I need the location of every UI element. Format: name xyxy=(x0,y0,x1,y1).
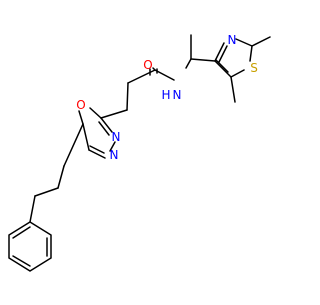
bond-c-c xyxy=(100,109,128,119)
bond-c-c xyxy=(190,58,216,62)
bond-c-c xyxy=(214,60,232,78)
atom-label-sulfur: S xyxy=(250,61,258,75)
atom-label-nitrogen: N xyxy=(112,130,121,144)
bond-c-c xyxy=(251,36,271,47)
atom-label-hydrogen: H xyxy=(161,88,170,102)
bond-aromatic-double xyxy=(12,226,31,239)
bond-c-n-double xyxy=(89,145,105,154)
bond-c-c xyxy=(82,123,90,151)
bond-c-c xyxy=(126,82,129,111)
molecule-canvas: O N H N S O N N xyxy=(8,33,271,272)
bond-c-n-double xyxy=(218,45,228,63)
bond-n-c xyxy=(185,58,192,69)
bond-c-n xyxy=(214,42,225,62)
bond-c-c xyxy=(63,123,84,167)
atom-label-nitrogen: N xyxy=(173,88,182,102)
atom-label-oxygen: O xyxy=(76,98,85,112)
phenyl-ring xyxy=(8,221,52,272)
bond-c-c xyxy=(34,187,59,197)
atom-label-nitrogen: N xyxy=(110,148,119,162)
bond-n-c xyxy=(235,38,253,47)
atom-label-nitrogen: N xyxy=(228,33,237,47)
bond-n-n xyxy=(109,141,116,152)
bond-c-s xyxy=(249,45,253,62)
bond-s-c xyxy=(230,69,245,78)
bond-c-n xyxy=(154,69,175,81)
bond-c-o xyxy=(89,107,102,119)
bond-c-c xyxy=(29,195,36,223)
molecule-structure: O N H N S O N N xyxy=(8,33,271,272)
bond-n-c xyxy=(100,117,113,133)
atom-label-oxygen: O xyxy=(143,58,152,72)
bond-c-n-double xyxy=(88,149,106,159)
bond-n-c-double xyxy=(98,121,110,136)
bond-c-c xyxy=(230,76,236,103)
bond-c-c xyxy=(57,165,65,189)
bond-c-c-double xyxy=(215,59,229,73)
bond-aromatic-double xyxy=(12,255,31,267)
bond-o-c xyxy=(78,110,84,125)
